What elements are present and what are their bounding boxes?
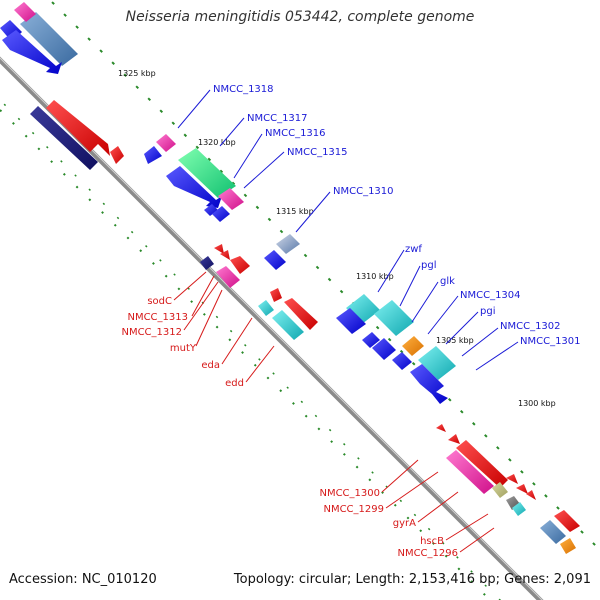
gene-feature	[214, 244, 224, 254]
gene-feature	[30, 106, 98, 170]
gene-feature	[220, 250, 230, 260]
gene-label-reverse: NMCC_1313	[127, 312, 188, 323]
gene-feature	[402, 336, 424, 356]
gene-label-reverse: eda	[201, 360, 220, 371]
gene-feature	[540, 520, 566, 544]
gene-feature	[178, 148, 236, 198]
gene-label-forward: pgl	[421, 260, 436, 271]
gene-label-forward: NMCC_1302	[500, 321, 561, 332]
gene-feature	[264, 250, 286, 270]
gene-feature	[554, 510, 580, 532]
gene-feature	[230, 256, 250, 274]
scale-tick-label: 1320 kbp	[198, 138, 236, 147]
reverse-strand-genes	[30, 100, 580, 554]
accession-label: Accession: NC_010120	[9, 572, 157, 587]
gene-feature	[336, 308, 366, 334]
gene-feature	[258, 300, 274, 316]
gene-label-reverse: NMCC_1312	[121, 327, 182, 338]
gene-feature	[526, 490, 536, 500]
reverse-gene-labels: sodC NMCC_1313 NMCC_1312 mutY eda edd NM…	[121, 296, 458, 559]
gene-feature	[456, 440, 508, 488]
gene-feature	[560, 538, 576, 554]
scale-tick-label: 1305 kbp	[436, 336, 474, 345]
tick-guide-outer	[48, 0, 600, 552]
gene-feature	[216, 266, 240, 288]
gene-feature	[156, 134, 176, 152]
gene-feature	[506, 474, 518, 484]
gene-label-reverse: gyrA	[393, 518, 416, 529]
gene-feature	[372, 338, 396, 360]
gene-feature	[270, 288, 282, 302]
gene-label-forward: pgi	[480, 306, 495, 317]
gene-feature	[2, 30, 62, 74]
gene-label-forward: NMCC_1310	[333, 186, 394, 197]
reverse-leader-lines	[173, 271, 495, 553]
gene-label-forward: zwf	[405, 244, 422, 255]
gene-label-forward: NMCC_1301	[520, 336, 581, 347]
gene-label-reverse: sodC	[147, 296, 172, 307]
gene-feature	[392, 352, 412, 370]
gene-feature	[276, 234, 300, 254]
gene-label-reverse: NMCC_1300	[319, 488, 380, 499]
gene-feature	[516, 484, 528, 494]
gene-feature	[200, 256, 214, 270]
gene-feature	[14, 2, 36, 22]
gene-label-forward: NMCC_1304	[460, 290, 521, 301]
gene-label-forward: NMCC_1318	[213, 84, 274, 95]
map-title: Neisseria meningitidis 053442, complete …	[125, 9, 475, 25]
gene-feature	[436, 424, 446, 432]
scale-tick-label: 1325 kbp	[118, 69, 156, 78]
gene-label-forward: glk	[440, 276, 455, 287]
gene-feature	[204, 204, 218, 216]
gene-label-reverse: edd	[225, 378, 244, 389]
gene-feature	[362, 332, 380, 348]
gene-label-reverse: hscB	[420, 536, 444, 547]
gene-feature	[418, 346, 456, 380]
forward-leader-lines	[177, 89, 519, 371]
gene-label-reverse: NMCC_1296	[397, 548, 458, 559]
gene-feature	[20, 12, 78, 66]
scale-tick-label: 1310 kbp	[356, 272, 394, 281]
gene-feature	[446, 450, 494, 494]
gene-feature	[448, 434, 460, 444]
gene-feature	[512, 502, 526, 516]
scale-ticks: 1325 kbp 1320 kbp 1315 kbp 1310 kbp 1305…	[118, 69, 556, 408]
gene-feature	[110, 146, 124, 164]
forward-gene-labels: NMCC_1318 NMCC_1317 NMCC_1316 NMCC_1315 …	[213, 84, 581, 347]
scale-tick-label: 1315 kbp	[276, 207, 314, 216]
gene-feature	[284, 298, 318, 330]
gene-feature	[218, 188, 244, 210]
tick-guide-inner	[0, 98, 502, 600]
gene-feature	[166, 166, 222, 208]
gene-label-reverse: NMCC_1299	[323, 504, 384, 515]
scale-tick-label: 1300 kbp	[518, 399, 556, 408]
gene-label-reverse: mutY	[170, 343, 197, 354]
gene-feature	[272, 310, 304, 340]
gene-feature	[410, 364, 448, 404]
topology-label: Topology: circular; Length: 2,153,416 bp…	[233, 572, 591, 587]
gene-feature	[144, 146, 162, 164]
gene-feature	[46, 100, 110, 156]
gene-label-forward: NMCC_1317	[247, 113, 308, 124]
gene-feature	[374, 300, 414, 336]
gene-label-forward: NMCC_1315	[287, 147, 348, 158]
gene-label-forward: NMCC_1316	[265, 128, 326, 139]
gene-feature	[212, 206, 230, 222]
gene-feature	[492, 482, 508, 498]
forward-strand-genes	[0, 2, 456, 404]
